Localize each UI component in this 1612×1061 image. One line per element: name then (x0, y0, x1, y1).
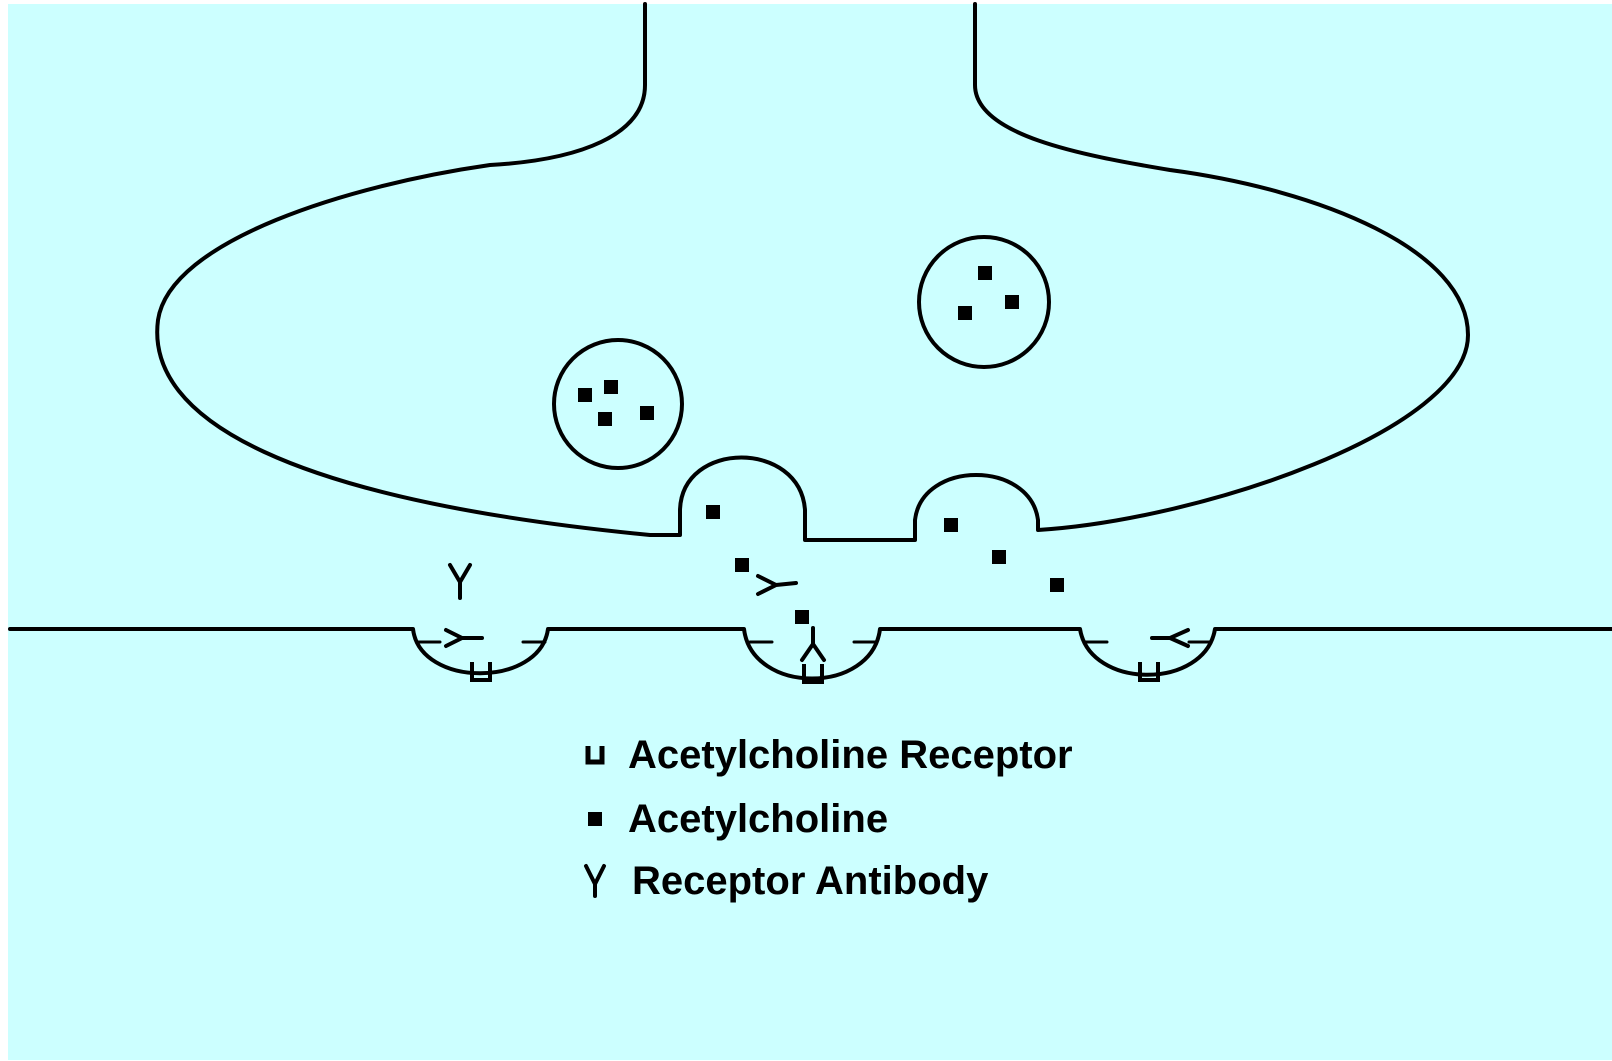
acetylcholine-molecule (795, 610, 809, 624)
acetylcholine-molecule (958, 306, 972, 320)
acetylcholine-molecule (640, 406, 654, 420)
acetylcholine-molecule (604, 380, 618, 394)
legend-label-receptor: Acetylcholine Receptor (628, 733, 1073, 777)
acetylcholine-molecule (944, 518, 958, 532)
acetylcholine-molecule (992, 550, 1006, 564)
acetylcholine-molecule (978, 266, 992, 280)
acetylcholine-molecule (1050, 578, 1064, 592)
acetylcholine-icon (588, 812, 602, 826)
acetylcholine-molecule (706, 505, 720, 519)
acetylcholine-molecule (735, 558, 749, 572)
legend-label-acetylcholine: Acetylcholine (628, 797, 888, 841)
acetylcholine-molecule (578, 388, 592, 402)
acetylcholine-molecule (598, 412, 612, 426)
acetylcholine-molecule (1005, 295, 1019, 309)
legend-label-antibody: Receptor Antibody (632, 859, 989, 903)
